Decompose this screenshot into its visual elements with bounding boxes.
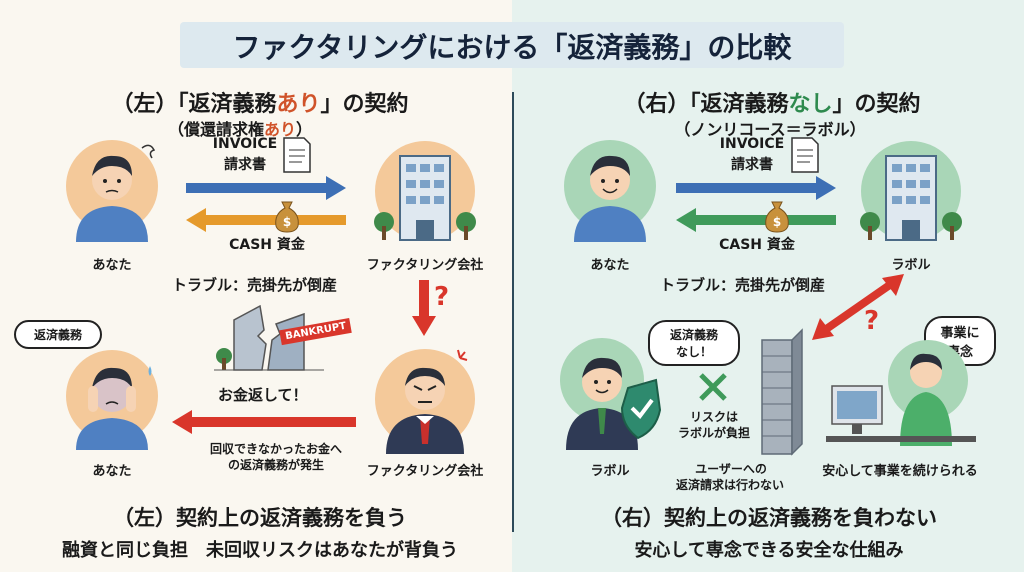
left-sub-suffix: ） bbox=[296, 120, 313, 139]
left-note-line2: の返済義務が発生 bbox=[227, 458, 324, 472]
left-note-line1: 回収できなかったお金へ bbox=[209, 442, 342, 456]
left-sub-prefix: （償還請求権 bbox=[167, 120, 264, 139]
right-trouble-text: トラブル：売掛先が倒産 bbox=[660, 276, 826, 294]
right-subheading: （ノンリコース＝ラボル） bbox=[674, 120, 866, 139]
svg-text:$: $ bbox=[773, 215, 781, 229]
left-sub-highlight: あり bbox=[263, 120, 296, 139]
right-heading: （右）「返済義務なし」の契約 bbox=[552, 86, 992, 118]
no-debt-bubble: 返済義務 なし！ bbox=[648, 320, 740, 366]
right-bottom-heading: （右）契約上の返済義務を負わない bbox=[601, 506, 937, 530]
happy-person-icon bbox=[564, 140, 656, 242]
green-cross-icon bbox=[699, 373, 727, 401]
right-labol-label: ラボル bbox=[590, 464, 630, 479]
labol-staff-shield-icon bbox=[560, 338, 662, 450]
right-invoice-document-icon bbox=[791, 137, 819, 173]
left-heading: （左）「返済義務あり」の契約 bbox=[40, 86, 480, 118]
right-cash-arrow-icon bbox=[676, 208, 836, 232]
panel-divider bbox=[512, 92, 514, 532]
user-note-line1: ユーザーへの bbox=[695, 462, 767, 476]
invoice-arrow-icon bbox=[186, 176, 346, 200]
right-heading-highlight: なし bbox=[788, 92, 833, 117]
labol-building-icon bbox=[860, 141, 962, 241]
left-heading-highlight: あり bbox=[276, 92, 321, 117]
left-company-label: ファクタリング会社 bbox=[366, 258, 484, 273]
left-debt-bubble: 返済義務 bbox=[14, 320, 102, 349]
right-bottom-subheading: 安心して専念できる安全な仕組み bbox=[634, 540, 904, 561]
right-heading-suffix: 」の契約 bbox=[832, 92, 921, 117]
brick-wall-icon bbox=[761, 328, 803, 456]
right-company-label: ラボル bbox=[891, 258, 931, 273]
worried-person-icon bbox=[66, 140, 158, 242]
left-trouble-text: トラブル：売掛先が倒産 bbox=[172, 276, 338, 294]
right-heading-prefix: （右）「返済義務 bbox=[623, 92, 789, 117]
risk-line2: ラボルが負担 bbox=[677, 426, 750, 440]
right-question-mark: ? bbox=[864, 306, 880, 336]
title-band bbox=[180, 22, 844, 68]
user-note-line2: 返済請求は行わない bbox=[675, 478, 784, 492]
working-person-icon bbox=[826, 340, 976, 446]
left-question-mark: ? bbox=[434, 282, 450, 312]
left-heading-prefix: （左）「返済義務 bbox=[111, 92, 277, 117]
right-money-bag-icon: $ bbox=[765, 201, 789, 233]
right-invoice-label: INVOICE bbox=[719, 136, 785, 152]
no-debt-bubble-line1: 返済義務 bbox=[669, 328, 718, 342]
left-invoice-jp: 請求書 bbox=[224, 157, 266, 173]
continue-business-label: 安心して事業を続けられる bbox=[822, 464, 978, 479]
right-panel bbox=[512, 0, 1024, 572]
cash-arrow-icon bbox=[186, 208, 346, 232]
distressed-person-icon bbox=[66, 350, 158, 450]
left-bottom-heading: （左）契約上の返済義務を負う bbox=[113, 506, 407, 530]
left-heading-suffix: 」の契約 bbox=[320, 92, 409, 117]
focus-bubble-line1: 事業に bbox=[940, 326, 980, 341]
red-double-arrow-icon bbox=[812, 274, 904, 340]
right-cash-label: CASH 資金 bbox=[719, 237, 795, 253]
invoice-document-icon bbox=[283, 137, 311, 173]
left-invoice-label: INVOICE bbox=[212, 136, 278, 152]
return-money-text: お金返して！ bbox=[218, 386, 308, 404]
page-title: ファクタリングにおける「返済義務」の比較 bbox=[232, 31, 792, 64]
left-subheading: （償還請求権あり） bbox=[130, 116, 350, 140]
right-invoice-jp: 請求書 bbox=[731, 157, 773, 173]
left-cash-label: CASH 資金 bbox=[229, 237, 305, 253]
right-invoice-arrow-icon bbox=[676, 176, 836, 200]
left-bottom-subheading: 融資と同じ負担 未回収リスクはあなたが背負う bbox=[62, 540, 458, 561]
left-you-label-2: あなた bbox=[92, 464, 132, 479]
angry-businessman-icon bbox=[375, 349, 475, 454]
red-left-arrow-icon bbox=[172, 410, 356, 434]
risk-line1: リスクは bbox=[689, 410, 738, 424]
building-icon bbox=[374, 141, 476, 241]
red-down-arrow-icon bbox=[412, 280, 436, 336]
no-debt-bubble-line2: なし！ bbox=[675, 345, 712, 359]
right-you-label: あなた bbox=[590, 258, 630, 273]
left-company-label-2: ファクタリング会社 bbox=[366, 464, 484, 479]
left-you-label: あなた bbox=[92, 258, 132, 273]
svg-text:$: $ bbox=[283, 215, 291, 229]
money-bag-icon: $ bbox=[275, 201, 299, 233]
